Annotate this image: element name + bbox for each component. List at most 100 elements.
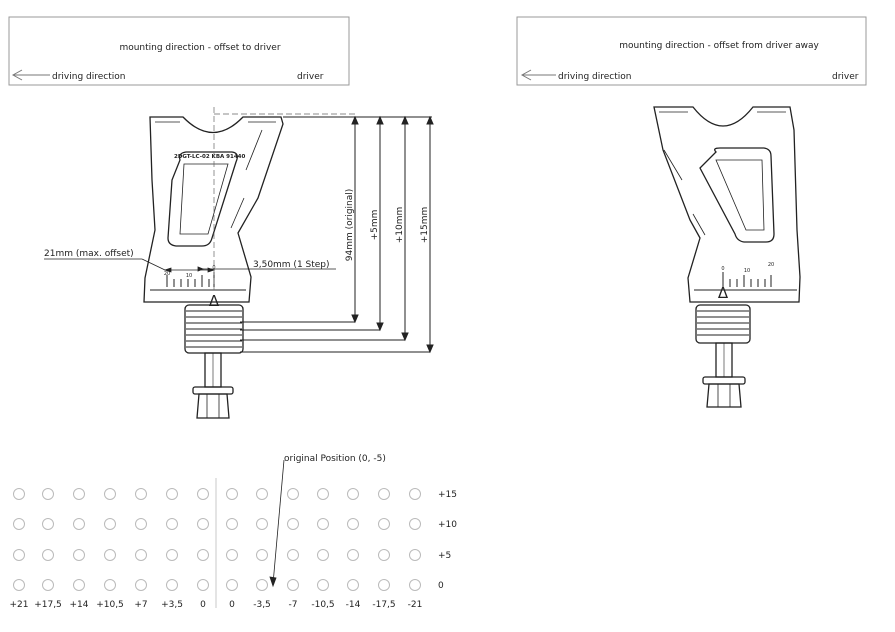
grid-position-circle: [166, 579, 178, 591]
grid-column-label: -17,5: [372, 600, 395, 610]
grid-position-circle: [287, 579, 299, 591]
grid-position-circle: [42, 488, 54, 500]
plus5-label: +5mm: [370, 210, 380, 241]
original-height-label: 94mm (original): [345, 189, 355, 262]
grid-position-circle: [317, 549, 329, 561]
scale-label: 0: [721, 266, 724, 272]
grid-position-circle: [287, 518, 299, 530]
grid-position-circle: [197, 579, 209, 591]
grid-column-label: +17,5: [34, 600, 62, 610]
grid-position-circle: [73, 518, 85, 530]
grid-row-label: +10: [438, 520, 457, 530]
left-box-title: mounting direction - offset to driver: [119, 43, 280, 53]
grid-position-circle: [347, 549, 359, 561]
grid-position-circle: [226, 488, 238, 500]
arrow-mark-icon: Δ: [209, 292, 220, 310]
scale-label: 20: [164, 271, 170, 277]
grid-position-circle: [104, 488, 116, 500]
left-arrow-icon: [520, 69, 556, 81]
grid-row-label: +5: [438, 551, 451, 561]
grid-position-circle: [347, 579, 359, 591]
grid-position-circle: [197, 549, 209, 561]
grid-position-circle: [409, 518, 421, 530]
grid-column-label: +3,5: [161, 600, 183, 610]
grid-column-label: +14: [70, 600, 89, 610]
original-position-label: original Position (0, -5): [284, 454, 386, 464]
grid-column-label: +10,5: [96, 600, 124, 610]
grid-position-circle: [13, 549, 25, 561]
grid-position-circle: [166, 518, 178, 530]
grid-column-label: +21: [10, 600, 29, 610]
grid-position-circle: [226, 549, 238, 561]
grid-position-circle: [42, 549, 54, 561]
grid-position-circle: [378, 579, 390, 591]
grid-position-circle: [73, 488, 85, 500]
grid-position-circle: [42, 579, 54, 591]
arrow-mark-icon: Δ: [718, 284, 729, 302]
right-box-title: mounting direction - offset from driver …: [619, 41, 819, 51]
grid-column-label: -21: [408, 600, 423, 610]
right-part-drawing: [653, 106, 801, 408]
grid-position-circle: [409, 579, 421, 591]
grid-position-circle: [256, 549, 268, 561]
grid-position-circle: [347, 518, 359, 530]
grid-column-label: -14: [346, 600, 361, 610]
max-offset-label: 21mm (max. offset): [44, 249, 134, 259]
grid-row-labels: +15 +10 +5 0: [438, 490, 457, 591]
grid-position-circle: [135, 488, 147, 500]
grid-position-circle: [104, 518, 116, 530]
grid-position-circle: [197, 518, 209, 530]
plus15-label: +15mm: [420, 207, 430, 244]
grid-position-circle: [226, 579, 238, 591]
grid-position-circle: [135, 579, 147, 591]
left-part-drawing: [143, 116, 284, 419]
scale-label: 20: [768, 262, 774, 268]
left-driver-label: driver: [297, 72, 324, 82]
grid-row-label: +15: [438, 490, 457, 500]
right-direction-label: driving direction: [558, 72, 631, 82]
step-dimension: [197, 266, 336, 272]
grid-position-circle: [256, 518, 268, 530]
grid-position-circle: [409, 549, 421, 561]
grid-position-circle: [135, 549, 147, 561]
left-info-box: mounting direction - offset to driver dr…: [8, 16, 350, 86]
grid-position-circle: [256, 579, 268, 591]
plus10-label: +10mm: [395, 207, 405, 244]
grid-position-circle: [317, 579, 329, 591]
grid-position-circle: [197, 488, 209, 500]
right-info-box: mounting direction - offset from driver …: [516, 16, 867, 86]
grid-column-label: 0: [229, 600, 235, 610]
grid-position-circle: [166, 549, 178, 561]
grid-position-circle: [104, 549, 116, 561]
scale-label: 0: [212, 265, 215, 271]
step-label: 3,50mm (1 Step): [253, 260, 330, 270]
scale-label: 10: [744, 268, 750, 274]
grid-position-circle: [378, 549, 390, 561]
scale-label: 10: [186, 273, 192, 279]
grid-position-circle: [226, 518, 238, 530]
grid-row-label: 0: [438, 581, 444, 591]
max-offset-dimension: [44, 258, 216, 273]
right-driver-label: driver: [832, 72, 859, 82]
grid-circles: [13, 488, 421, 591]
grid-position-circle: [347, 488, 359, 500]
grid-column-label: -10,5: [311, 600, 334, 610]
grid-position-circle: [104, 579, 116, 591]
grid-position-circle: [378, 518, 390, 530]
grid-column-label: -3,5: [253, 600, 271, 610]
grid-column-label: -7: [289, 600, 298, 610]
grid-position-circle: [409, 488, 421, 500]
left-direction-label: driving direction: [52, 72, 125, 82]
grid-position-circle: [13, 488, 25, 500]
original-position-pointer: [269, 459, 285, 588]
grid-column-label: 0: [200, 600, 206, 610]
grid-position-circle: [256, 488, 268, 500]
height-dimensions: [240, 115, 434, 354]
grid-position-circle: [13, 579, 25, 591]
grid-position-circle: [287, 549, 299, 561]
part-engraving: 2DGT-LC-02 KBA 91440: [174, 154, 245, 160]
left-arrow-icon: [11, 69, 50, 81]
